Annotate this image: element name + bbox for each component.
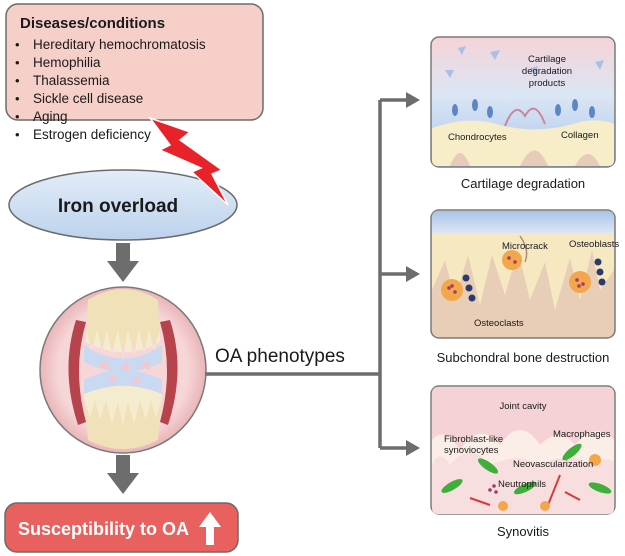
osteoclasts-label: Osteoclasts	[474, 318, 524, 329]
iron-overload-node: Iron overload	[8, 169, 238, 241]
branch-connector	[205, 98, 408, 450]
neutrophil-cells	[488, 484, 498, 494]
arrowhead-icon	[406, 266, 420, 282]
diseases-box: Diseases/conditions • Hereditary hemochr…	[5, 3, 264, 142]
neutrophils-label: Neutrophils	[498, 479, 546, 490]
cartilage-panel: Cartilage degradation products Chondrocy…	[430, 36, 616, 168]
macrophage-cells	[498, 454, 601, 511]
neovascularization-label: Neovascularization	[513, 459, 593, 470]
svg-text:•: •	[15, 127, 20, 142]
fibroblast-label-2: synoviocytes	[444, 445, 499, 456]
products-label-2: degradation	[522, 66, 572, 77]
bone-caption: Subchondral bone destruction	[437, 350, 610, 365]
products-label-1: Cartilage	[528, 54, 566, 65]
fibroblast-cells	[441, 443, 612, 495]
arrowhead-icon	[406, 440, 420, 456]
chondrocytes-label: Chondrocytes	[448, 132, 507, 143]
diseases-list: • Hereditary hemochromatosis • Hemophili…	[15, 37, 206, 142]
disease-item: Hereditary hemochromatosis	[33, 37, 206, 52]
macrophages-label: Macrophages	[553, 429, 611, 440]
cartilage-caption: Cartilage degradation	[461, 176, 585, 191]
disease-item: Thalassemia	[33, 73, 110, 88]
products-label-3: products	[529, 78, 566, 89]
oa-phenotypes-label: OA phenotypes	[215, 346, 345, 367]
disease-item: Sickle cell disease	[33, 91, 143, 106]
synovitis-caption: Synovitis	[497, 524, 550, 539]
osteoclast-cells	[441, 250, 591, 301]
svg-text:•: •	[15, 91, 20, 106]
fibroblast-label-1: Fibroblast-like	[444, 434, 503, 445]
joint-cavity-label: Joint cavity	[500, 401, 547, 412]
svg-text:•: •	[15, 55, 20, 70]
lightning-icon	[147, 116, 229, 206]
arrowhead-icon	[406, 92, 420, 108]
svg-text:•: •	[15, 109, 20, 124]
blood-vessels	[469, 474, 581, 506]
osteoblasts-label: Osteoblasts	[569, 239, 619, 250]
chondrocyte-cells	[452, 99, 595, 118]
bone-panel: Microcrack Osteoblasts Osteoclasts	[430, 209, 619, 339]
collagen-label: Collagen	[561, 130, 599, 141]
up-arrow-icon	[199, 512, 221, 545]
disease-item: Aging	[33, 109, 68, 124]
susceptibility-box: Susceptibility to OA	[4, 502, 239, 553]
diseases-title: Diseases/conditions	[20, 15, 165, 32]
microcrack-label: Microcrack	[502, 241, 548, 252]
osteoblast-cells	[462, 258, 606, 302]
disease-item: Estrogen deficiency	[33, 127, 151, 142]
synovitis-panel: Joint cavity Fibroblast-like synoviocyte…	[430, 385, 616, 515]
iron-overload-label: Iron overload	[58, 196, 178, 217]
disease-item: Hemophilia	[33, 55, 101, 70]
svg-text:•: •	[15, 73, 20, 88]
joint-illustration	[39, 286, 207, 454]
svg-text:•: •	[15, 37, 20, 52]
susceptibility-label: Susceptibility to OA	[18, 519, 189, 539]
down-arrow-icon	[107, 455, 139, 494]
down-arrow-icon	[107, 243, 139, 282]
